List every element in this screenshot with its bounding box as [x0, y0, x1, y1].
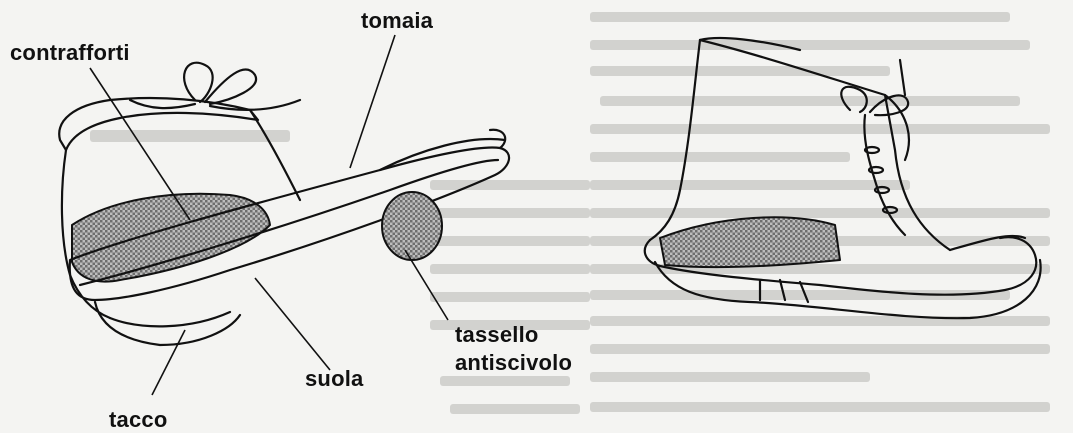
heel-counter: [59, 98, 258, 150]
leader-suola: [255, 278, 330, 370]
eyelets: [865, 147, 897, 213]
heel-piece-inner: [110, 312, 230, 326]
label-contrafforti: contrafforti: [10, 40, 130, 66]
lace-loop-1: [184, 63, 213, 102]
anti-slip-patch: [382, 192, 442, 260]
label-antiscivolo: antiscivolo: [455, 350, 572, 376]
right-sole-treads: [760, 280, 808, 302]
right-lace-loop-1: [841, 87, 866, 112]
left-shoe-drawing: [59, 63, 509, 345]
label-tacco: tacco: [109, 407, 167, 433]
right-counter-hatched: [660, 217, 840, 267]
shaft-back: [650, 40, 700, 240]
label-suola: suola: [305, 366, 363, 392]
label-tassello: tassello: [455, 322, 539, 348]
heel-piece: [95, 302, 240, 345]
leader-tacco: [152, 330, 185, 395]
collar-front: [900, 60, 905, 95]
tongue-top: [885, 95, 909, 160]
upper-top-edge: [250, 110, 300, 200]
lace-tail-1: [130, 100, 195, 108]
label-tomaia: tomaia: [361, 8, 433, 34]
right-shoe-drawing: [645, 38, 1041, 318]
leader-contrafforti: [90, 68, 190, 220]
leader-tassello: [405, 250, 448, 320]
leader-tomaia: [350, 35, 395, 168]
